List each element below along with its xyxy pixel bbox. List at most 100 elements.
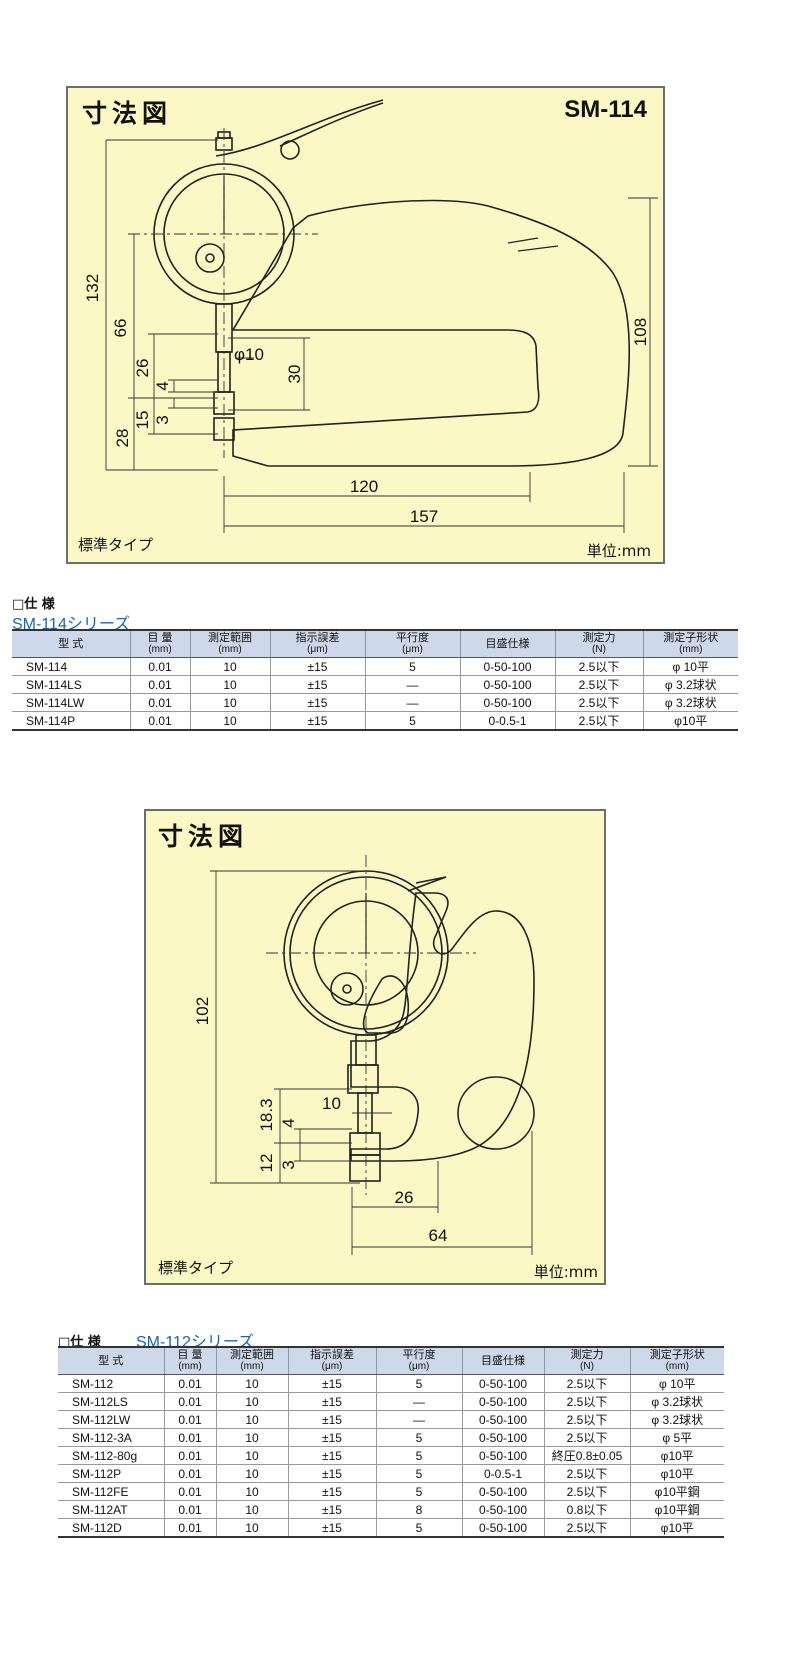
table-cell: 10	[215, 1392, 288, 1411]
table-cell: SM-112LW	[58, 1410, 164, 1429]
dim-phi10: φ10	[234, 345, 264, 364]
table-cell: ±15	[287, 1464, 376, 1483]
column-header: 測定力(N)	[554, 629, 643, 658]
column-header: 測定子形状(mm)	[629, 1346, 724, 1375]
table-cell: 2.5以下	[543, 1374, 630, 1393]
column-header: 目盛仕様	[461, 1346, 544, 1375]
table-cell: 2.5以下	[554, 657, 643, 676]
table-cell: SM-112D	[58, 1518, 164, 1538]
table-cell: φ10平鋼	[629, 1500, 724, 1519]
table-cell: 0.01	[163, 1428, 216, 1447]
table-cell: ±15	[287, 1446, 376, 1465]
table-cell: 5	[364, 711, 460, 731]
column-header: 目盛仕様	[459, 629, 555, 658]
column-header: 測定範囲(mm)	[189, 629, 270, 658]
column-header-unit: (μm)	[321, 1361, 343, 1372]
table-cell: SM-112FE	[58, 1482, 164, 1501]
dim-66: 66	[111, 319, 130, 338]
dim-64: 64	[429, 1226, 448, 1245]
table-cell: ±15	[287, 1500, 376, 1519]
dim-132: 132	[83, 274, 102, 302]
dim-3: 3	[153, 415, 172, 424]
table-cell: SM-112P	[58, 1464, 164, 1483]
table-cell: 0.01	[163, 1446, 216, 1465]
table-cell: 0.01	[163, 1482, 216, 1501]
table-cell: ±15	[287, 1392, 376, 1411]
table-cell: 0.01	[163, 1500, 216, 1519]
column-header-label: 測定力	[582, 632, 616, 644]
table-cell: SM-114P	[12, 711, 130, 731]
table-cell: SM-112	[58, 1374, 164, 1393]
table-cell: 10	[215, 1482, 288, 1501]
table-cell: 10	[189, 675, 270, 694]
column-header-unit: (mm)	[665, 1361, 689, 1372]
table-cell: 5	[364, 657, 460, 676]
column-header-unit: (μm)	[307, 644, 328, 655]
table-cell: ±15	[287, 1518, 376, 1538]
dim-4: 4	[153, 381, 172, 390]
column-header-unit: (mm)	[679, 644, 703, 655]
table-cell: ±15	[287, 1482, 376, 1501]
dim-120: 120	[350, 477, 378, 496]
column-header-unit: (mm)	[148, 644, 172, 655]
table-cell: 5	[375, 1374, 462, 1393]
dim-3: 3	[279, 1160, 298, 1169]
diagram-title: 寸法図	[82, 99, 173, 128]
table-cell: φ 3.2球状	[642, 693, 738, 712]
table-cell: 2.5以下	[554, 711, 643, 731]
dim-15: 15	[133, 411, 152, 430]
table-cell: 10	[215, 1464, 288, 1483]
column-header: 測定範囲(mm)	[215, 1346, 288, 1375]
table-cell: 5	[375, 1518, 462, 1538]
table-cell: 0-50-100	[461, 1392, 544, 1411]
column-header-label: 平行度	[402, 1349, 436, 1361]
table-cell: 10	[189, 711, 270, 731]
table-cell: —	[375, 1410, 462, 1429]
dimension-diagram-sm114: 寸法図 SM-114	[66, 86, 665, 564]
table-cell: φ 3.2球状	[629, 1410, 724, 1429]
table-cell: 0-50-100	[459, 693, 555, 712]
dim-12: 12	[257, 1154, 276, 1173]
column-header-label: 目盛仕様	[481, 1355, 525, 1367]
dim-26: 26	[395, 1188, 414, 1207]
table-cell: ±15	[287, 1428, 376, 1447]
table-cell: 10	[215, 1428, 288, 1447]
table-cell: 0.01	[129, 711, 190, 731]
table-cell: 5	[375, 1482, 462, 1501]
dim-28: 28	[113, 429, 132, 448]
table-cell: ±15	[269, 693, 365, 712]
table-cell: SM-112AT	[58, 1500, 164, 1519]
table-cell: φ10平	[629, 1518, 724, 1538]
dim-30: 30	[285, 365, 304, 384]
column-header-label: 測定力	[570, 1349, 604, 1361]
table-cell: SM-112-3A	[58, 1428, 164, 1447]
table-cell: 2.5以下	[543, 1410, 630, 1429]
dim-157: 157	[410, 507, 438, 526]
dimension-diagram-sm112: 寸法図	[144, 809, 606, 1285]
table-cell: 10	[215, 1374, 288, 1393]
type-label: 標準タイプ	[78, 536, 154, 554]
table-cell: 5	[375, 1446, 462, 1465]
table-cell: 0.01	[163, 1518, 216, 1538]
column-header-unit: (mm)	[240, 1361, 264, 1372]
table-cell: φ10平鋼	[629, 1482, 724, 1501]
table-cell: φ 10平	[629, 1374, 724, 1393]
column-header-label: 目 量	[147, 632, 173, 644]
table-cell: 0-50-100	[459, 657, 555, 676]
table-cell: —	[364, 675, 460, 694]
column-header: 型 式	[12, 629, 130, 658]
dim-102: 102	[193, 997, 212, 1025]
column-header-unit: (mm)	[178, 1361, 202, 1372]
table-cell: 10	[215, 1410, 288, 1429]
table-cell: 2.5以下	[543, 1482, 630, 1501]
table-cell: φ10平	[629, 1446, 724, 1465]
column-header: 測定力(N)	[543, 1346, 630, 1375]
table-cell: 2.5以下	[554, 675, 643, 694]
dim-10: 10	[322, 1094, 341, 1113]
table-cell: 0-50-100	[461, 1410, 544, 1429]
table-cell: φ 3.2球状	[629, 1392, 724, 1411]
